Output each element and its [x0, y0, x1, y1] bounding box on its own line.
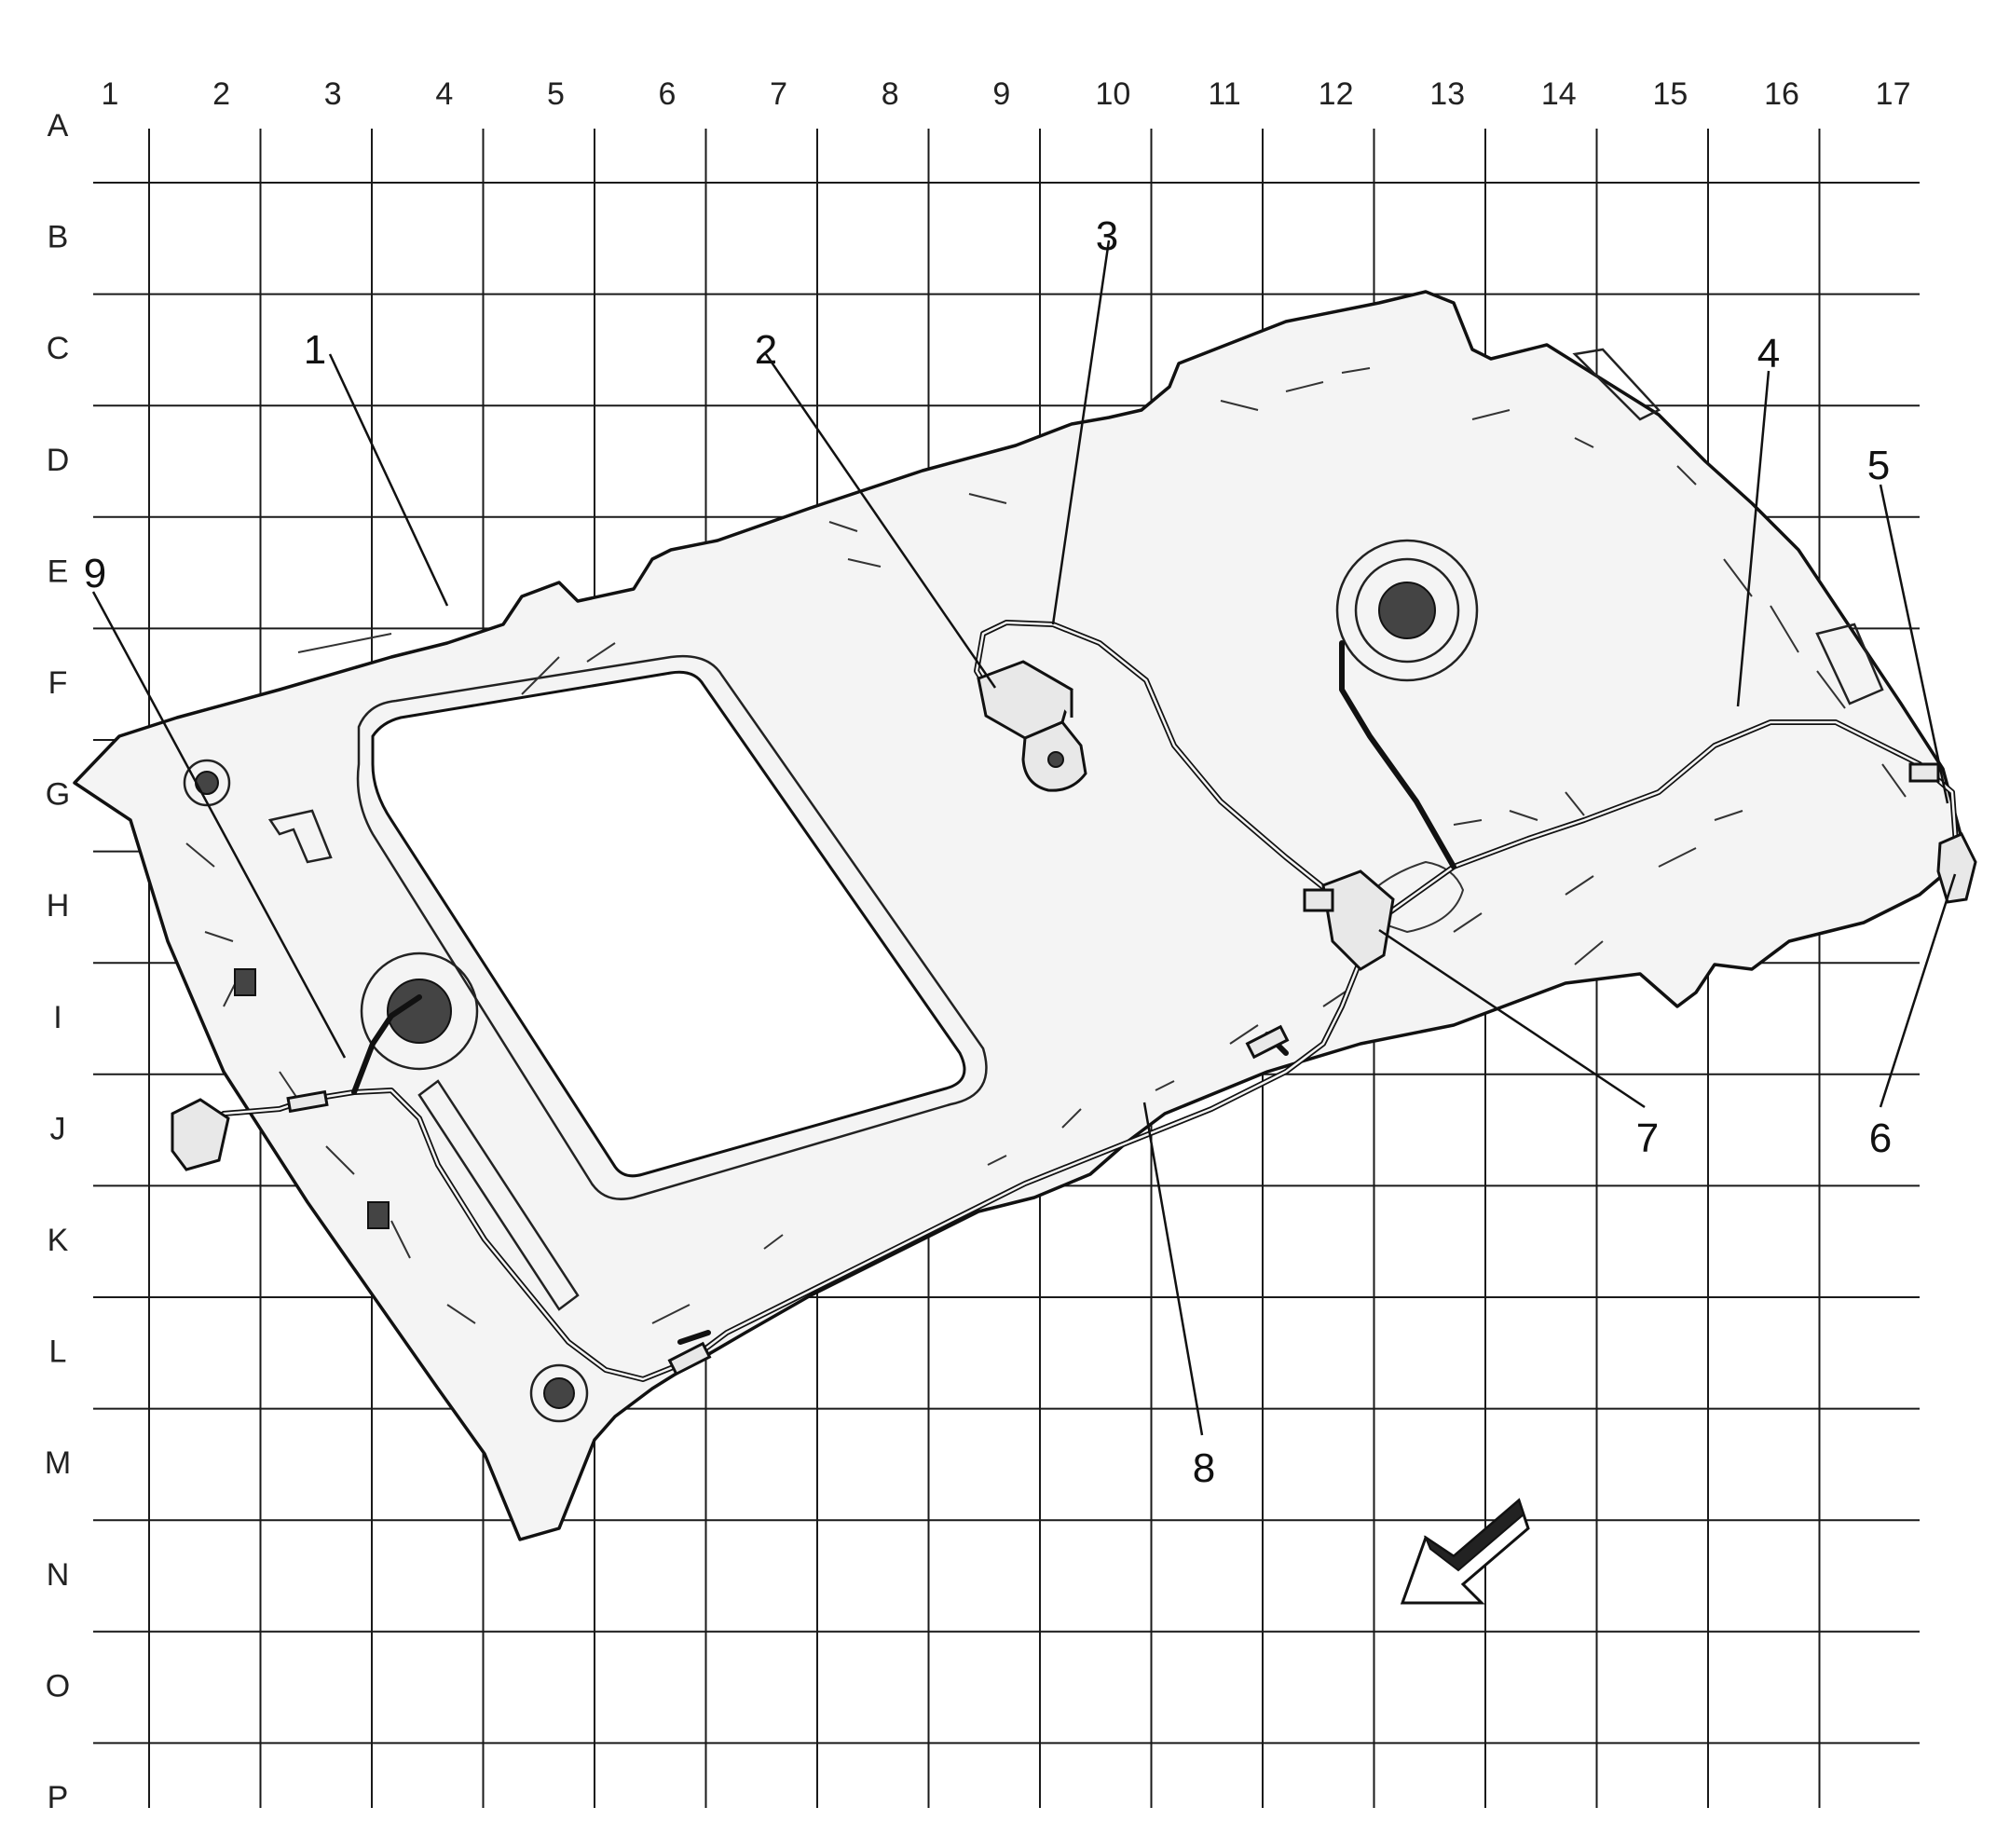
- parts: [171, 660, 1977, 1376]
- forward-direction-arrow: [1400, 1498, 1530, 1605]
- grid-column-label: 12: [1319, 76, 1354, 112]
- grid-column-label: 7: [770, 76, 787, 112]
- grid-row-label: J: [50, 1111, 66, 1146]
- grid-row-label: N: [47, 1557, 70, 1593]
- grid-row-label: I: [53, 1000, 62, 1035]
- sunroof-frame: [356, 655, 988, 1200]
- headliner-outline: [73, 290, 1968, 1541]
- connector-7: [1321, 869, 1395, 971]
- callout-2: 2: [755, 327, 777, 373]
- grid-column-label: 11: [1208, 76, 1240, 112]
- sunroof-opening: [371, 670, 966, 1178]
- callout-7: 7: [1636, 1116, 1659, 1161]
- grid-row-label: P: [48, 1780, 69, 1815]
- grid-column-label: 5: [547, 76, 565, 112]
- grid-column-label: 14: [1541, 76, 1577, 112]
- callout-6: 6: [1869, 1116, 1892, 1161]
- grid-column-label: 3: [324, 76, 342, 112]
- grid-row-label: M: [45, 1445, 71, 1481]
- grid-row-label: E: [48, 554, 69, 589]
- grid-column-label: 4: [435, 76, 453, 112]
- connector-9: [171, 1098, 230, 1171]
- grid-row-label: F: [48, 665, 68, 701]
- grid-column-label: 6: [659, 76, 677, 112]
- callout-leaders: [91, 240, 1957, 1436]
- connector-6: [1936, 832, 1977, 904]
- wire-harness: [184, 620, 1960, 1382]
- grid-column-label: 10: [1095, 76, 1130, 112]
- grid-column-label: 8: [882, 76, 899, 112]
- grid-column-label: 16: [1764, 76, 1799, 112]
- callout-8: 8: [1193, 1445, 1215, 1491]
- grid-row-label: O: [46, 1668, 70, 1704]
- callout-5: 5: [1867, 443, 1890, 488]
- callout-labels: 1 2 3 4 5 6 7 8 9: [84, 213, 1892, 1491]
- grid-row-label: H: [47, 888, 70, 924]
- grid-row-label: A: [48, 108, 69, 144]
- grid-row-label: B: [48, 220, 69, 255]
- grid-row-labels: A B C D E F G H I J K L M N O P: [45, 108, 71, 1815]
- grid-column-label: 15: [1652, 76, 1688, 112]
- grid-row-label: G: [46, 777, 70, 813]
- grid-column-label: 17: [1876, 76, 1911, 112]
- headliner-panel: [73, 290, 1968, 1541]
- grid-row-label: K: [48, 1223, 69, 1258]
- grid-column-label: 1: [102, 76, 119, 112]
- callout-4: 4: [1757, 331, 1780, 376]
- rear-console-bezel: [1572, 348, 1884, 705]
- grid-row-label: D: [47, 443, 70, 478]
- callout-9: 9: [84, 551, 106, 596]
- grid-column-label: 13: [1429, 76, 1465, 112]
- grid-column-label: 2: [212, 76, 230, 112]
- callout-3: 3: [1096, 213, 1118, 259]
- grid-row-label: L: [49, 1335, 67, 1370]
- grid-column-label: 9: [992, 76, 1010, 112]
- grid-row-label: C: [47, 331, 70, 366]
- callout-1: 1: [304, 327, 326, 373]
